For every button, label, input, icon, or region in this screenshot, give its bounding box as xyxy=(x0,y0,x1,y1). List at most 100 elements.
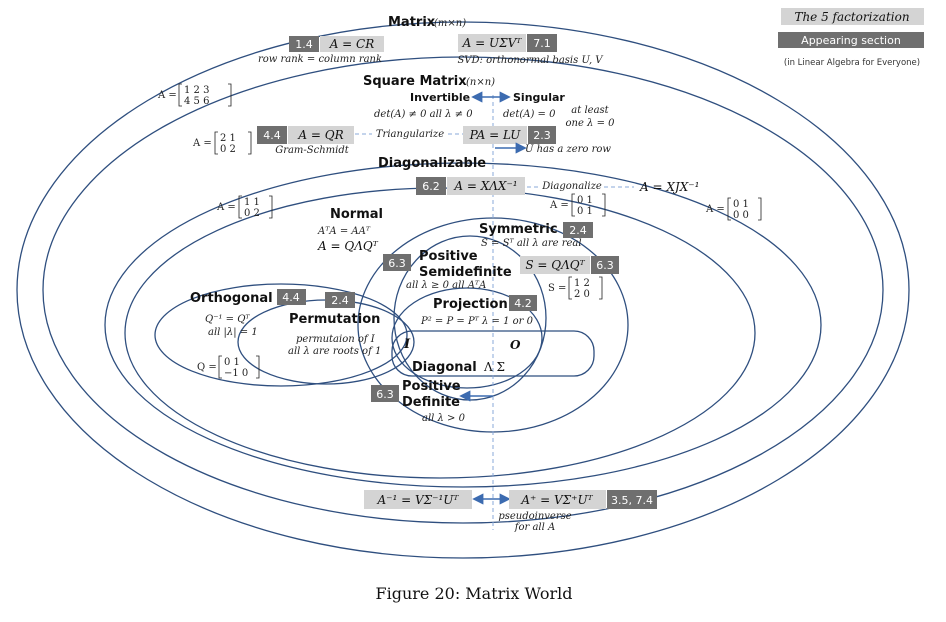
svd-note: SVD: orthonormal basis U, V xyxy=(457,55,604,66)
singular-condition-a: at least xyxy=(571,105,609,116)
cr-note: row rank = column rank xyxy=(258,54,382,65)
permutation-title: Permutation xyxy=(289,312,380,327)
normal-eq: A = QΛQᵀ xyxy=(317,239,379,253)
figure-caption: Figure 20: Matrix World xyxy=(375,584,572,603)
singular-condition-b: one λ = 0 xyxy=(566,118,616,129)
svg-text:1 2: 1 2 xyxy=(574,278,590,289)
svd-eq-box xyxy=(458,34,526,52)
invertible-label: Invertible xyxy=(410,91,470,104)
jordan-example: A = 0 1 0 0 xyxy=(705,197,762,221)
svg-text:0 2: 0 2 xyxy=(220,144,236,155)
diagonalizable-example-b: A = 0 1 0 1 xyxy=(549,193,606,217)
psd-condition: all λ ≥ 0 all AᵀA xyxy=(406,280,486,291)
svg-text:A =: A = xyxy=(157,90,177,101)
lu-eq: PA = LU xyxy=(469,128,522,142)
orthogonal-title: Orthogonal xyxy=(190,291,273,306)
diagonalizable-example: A = 1 1 0 2 xyxy=(216,195,273,219)
svg-text:A =: A = xyxy=(705,204,725,215)
svg-text:0 1: 0 1 xyxy=(577,206,593,217)
symmetric-example: S = 1 2 2 0 xyxy=(548,276,603,300)
psd-section: 6.3 xyxy=(388,257,406,270)
svg-text:0 0: 0 0 xyxy=(733,210,749,221)
diagonalizable-ellipse xyxy=(104,162,822,488)
projection-section-box xyxy=(509,295,537,311)
jordan-eq: A = XJX⁻¹ xyxy=(639,180,699,194)
projection-section: 4.2 xyxy=(514,297,532,310)
cr-eq-box xyxy=(320,36,384,52)
zero-symbol: O xyxy=(510,338,521,352)
square-example: A = 2 1 0 2 xyxy=(192,131,252,155)
svg-text:0 1: 0 1 xyxy=(224,357,240,368)
pinv-note-1: pseudoinverse xyxy=(498,511,571,522)
legend-factorization-swatch xyxy=(781,8,924,25)
svg-text:4 5 6: 4 5 6 xyxy=(184,96,209,107)
pd-section-box xyxy=(371,385,399,402)
svd-eq: A = UΣVᵀ xyxy=(462,36,523,50)
symmetric-section: 2.4 xyxy=(569,224,587,237)
svg-text:−1 0: −1 0 xyxy=(224,368,248,379)
lu-eq-box xyxy=(463,126,527,144)
svg-text:0 1: 0 1 xyxy=(733,199,749,210)
qr-eq-box xyxy=(288,126,354,144)
invertible-condition: det(A) ≠ 0 all λ ≠ 0 xyxy=(374,109,473,120)
orthogonal-example: Q = 0 1 −1 0 xyxy=(197,355,260,379)
normal-title: Normal xyxy=(330,207,383,222)
qr-note: Gram-Schmidt xyxy=(275,145,350,156)
qr-eq: A = QR xyxy=(297,128,343,142)
symmetric-eq-section: 6.3 xyxy=(596,259,614,272)
svg-text:0 2: 0 2 xyxy=(244,208,260,219)
matrix-ellipse xyxy=(16,21,910,559)
cr-section: 1.4 xyxy=(295,38,313,51)
matrix-title: Matrix xyxy=(388,15,436,30)
symmetric-eq-box xyxy=(520,256,590,274)
diagonalizable-title: Diagonalizable xyxy=(378,156,486,171)
matrix-dims: (m×n) xyxy=(434,18,466,29)
diagonal-title: Diagonal xyxy=(412,360,477,375)
permutation-condition-1: permutaion of I xyxy=(296,334,376,345)
cr-section-box xyxy=(289,36,319,52)
pd-section: 6.3 xyxy=(376,388,394,401)
svd-section-box xyxy=(527,34,557,52)
square-matrix-title: Square Matrix xyxy=(363,74,467,89)
svd-section: 7.1 xyxy=(533,37,551,50)
svg-text:1 1: 1 1 xyxy=(244,197,260,208)
psd-section-box xyxy=(383,254,411,271)
svg-text:A =: A = xyxy=(549,200,569,211)
singular-condition: det(A) = 0 xyxy=(503,109,556,120)
pd-title-1: Positive xyxy=(402,379,461,394)
symmetric-eq-section-box xyxy=(591,256,619,274)
psd-title-1: Positive xyxy=(419,249,478,264)
projection-condition: P² = P = Pᵀ λ = 1 or 0 xyxy=(420,316,534,327)
projection-ellipse xyxy=(391,287,543,389)
singular-label: Singular xyxy=(513,91,565,104)
permutation-section-box xyxy=(325,292,355,308)
svg-text:Q =: Q = xyxy=(197,362,217,373)
triangularize-label: Triangularize xyxy=(376,129,444,140)
pd-title-2: Definite xyxy=(402,395,460,410)
svg-text:2 0: 2 0 xyxy=(574,289,590,300)
pd-condition: all λ > 0 xyxy=(422,413,466,424)
permutation-section: 2.4 xyxy=(331,294,349,307)
cr-eq: A = CR xyxy=(329,37,375,51)
normal-condition: AᵀA = AAᵀ xyxy=(317,226,371,237)
psd-title-2: Semidefinite xyxy=(419,265,512,280)
symmetric-condition: S = Sᵀ all λ are real xyxy=(481,238,582,249)
pinv-section: 3.5, 7.4 xyxy=(611,494,653,507)
diagonalizable-section: 6.2 xyxy=(422,180,440,193)
diagonalizable-eq: A = XΛX⁻¹ xyxy=(453,179,517,193)
symmetric-section-box xyxy=(563,222,593,238)
orthogonal-condition-2: all |λ| = 1 xyxy=(208,327,258,338)
square-matrix-dims: (n×n) xyxy=(466,77,495,88)
legend-book: (in Linear Algebra for Everyone) xyxy=(784,58,920,68)
orthogonal-section: 4.4 xyxy=(282,291,300,304)
square-matrix-ellipse xyxy=(42,56,884,524)
diagonalize-label: Diagonalize xyxy=(541,181,602,192)
lu-note: U has a zero row xyxy=(525,144,611,155)
symmetric-title: Symmetric xyxy=(479,222,558,237)
svg-text:A =: A = xyxy=(216,202,236,213)
svg-text:2 1: 2 1 xyxy=(220,133,236,144)
pinv-section-box xyxy=(607,490,657,509)
orthogonal-ellipse xyxy=(154,283,408,387)
